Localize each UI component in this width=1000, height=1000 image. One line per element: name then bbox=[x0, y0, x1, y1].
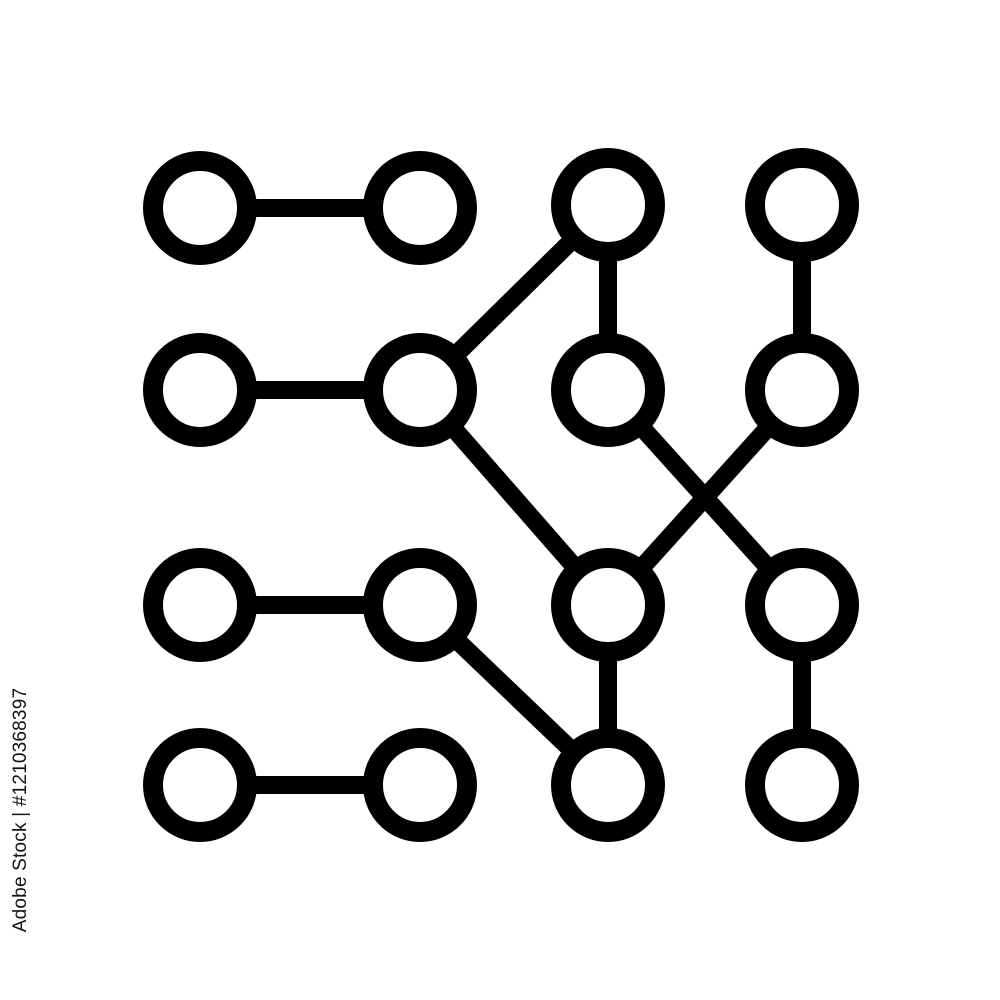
node-circle-d2 bbox=[363, 728, 477, 842]
stock-id-text: Adobe Stock | #1210368397 bbox=[10, 687, 31, 933]
node-circle-b2 bbox=[363, 333, 477, 447]
node-circle-c2 bbox=[363, 548, 477, 662]
node-circle-d4 bbox=[745, 728, 859, 842]
node-circle-c3 bbox=[551, 548, 665, 662]
node-circle-a2 bbox=[363, 151, 477, 265]
stock-id-label: Adobe Stock | #1210368397 bbox=[6, 620, 36, 1000]
node-circle-c4 bbox=[745, 548, 859, 662]
node-circle-b4 bbox=[745, 333, 859, 447]
node-circle-c1 bbox=[143, 548, 257, 662]
node-circle-b1 bbox=[143, 333, 257, 447]
node-circle-a4 bbox=[745, 148, 859, 262]
node-circle-d3 bbox=[551, 728, 665, 842]
node-circle-a1 bbox=[143, 151, 257, 265]
node-circle-a3 bbox=[551, 148, 665, 262]
node-connectors bbox=[200, 198, 811, 794]
node-circles bbox=[143, 148, 859, 842]
node-circle-b3 bbox=[551, 333, 665, 447]
node-circle-d1 bbox=[143, 728, 257, 842]
